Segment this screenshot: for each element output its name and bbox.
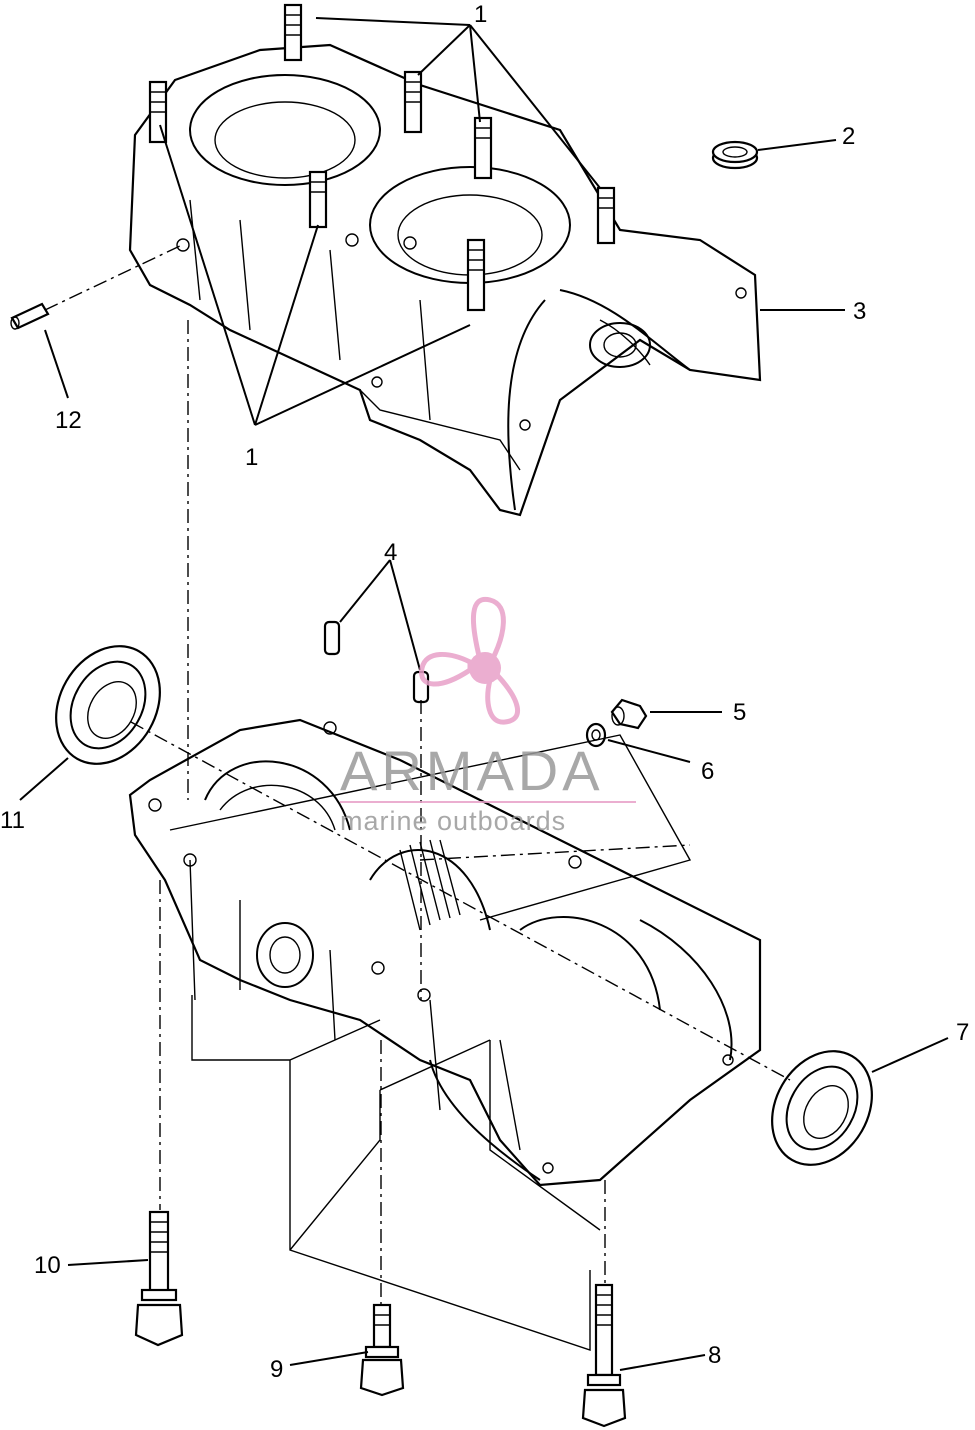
bolt-part-10 xyxy=(134,1210,184,1347)
assembly-center-lines xyxy=(44,244,791,1351)
oil-seal-part-11 xyxy=(55,645,161,765)
callout-7: 7 xyxy=(956,1019,969,1046)
watermark-tagline: marine outboards xyxy=(340,806,566,836)
lower-crankcase-half xyxy=(128,718,762,1187)
dowel-pin-part-12 xyxy=(10,302,50,330)
callout-1-top: 1 xyxy=(474,1,487,28)
callout-4: 4 xyxy=(384,539,397,566)
bolt-part-9 xyxy=(359,1303,405,1397)
grommet-part-2 xyxy=(711,140,759,170)
cylinder-studs xyxy=(148,3,616,312)
callout-12: 12 xyxy=(55,407,82,434)
callout-6: 6 xyxy=(701,758,714,785)
propeller-logo-icon xyxy=(419,596,521,725)
callout-2: 2 xyxy=(842,123,855,150)
callout-labels: 1 1 2 3 4 5 6 7 8 9 10 11 12 xyxy=(0,1,969,1383)
callout-1-bottom: 1 xyxy=(245,444,258,471)
drain-plug-part-5 xyxy=(610,698,648,730)
armada-watermark: ARMADA marine outboards xyxy=(340,596,636,836)
locating-dowels-part-4 xyxy=(323,620,430,704)
callout-5: 5 xyxy=(733,699,746,726)
callout-11: 11 xyxy=(0,807,25,834)
leader-lines xyxy=(19,17,949,1371)
callout-9: 9 xyxy=(270,1356,283,1383)
upper-crankcase-half xyxy=(128,43,762,517)
bolt-part-8 xyxy=(581,1283,627,1428)
callout-10: 10 xyxy=(34,1252,61,1279)
callout-3: 3 xyxy=(853,298,866,325)
callout-8: 8 xyxy=(708,1342,721,1369)
watermark-brand: ARMADA xyxy=(340,739,604,802)
oil-seal-part-7 xyxy=(771,1050,873,1166)
